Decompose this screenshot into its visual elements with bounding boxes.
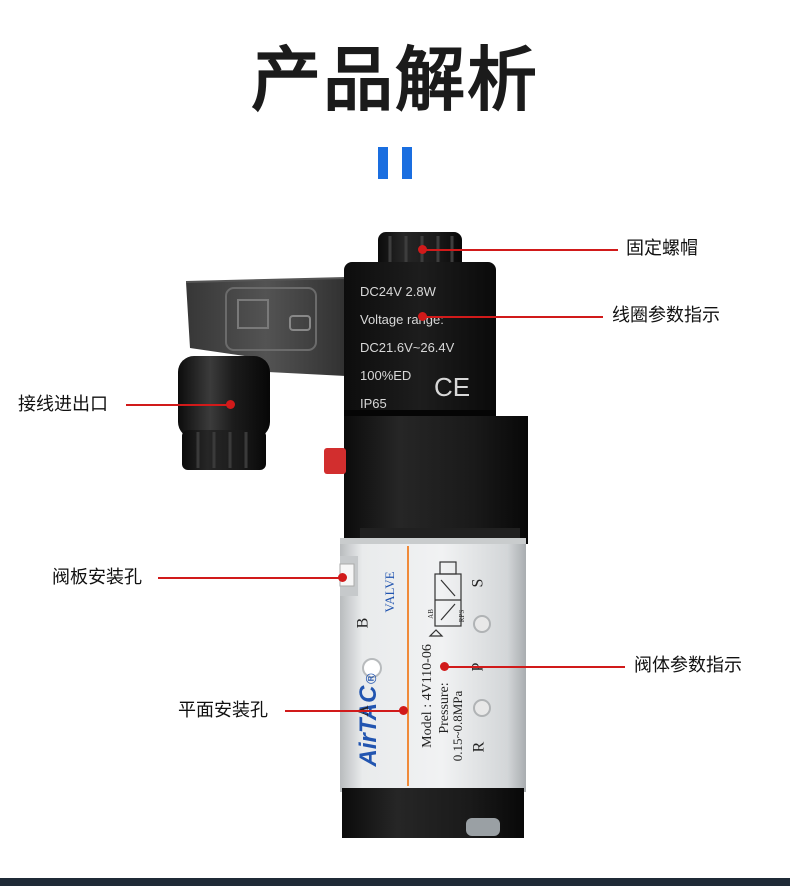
- cable-gland: [178, 356, 270, 470]
- callout-coil-params-label: 线圈参数指示: [612, 305, 720, 326]
- title-marker-icon: [377, 147, 413, 179]
- valve-body: [339, 538, 526, 792]
- port-r-label: R: [470, 741, 488, 753]
- callout-fixing-nut-label: 固定螺帽: [626, 238, 698, 259]
- coil-text-block: DC24V 2.8W Voltage range: DC21.6V~26.4V …: [360, 278, 490, 418]
- symbol-rps-label: RPS: [458, 609, 467, 623]
- solenoid-coil: [344, 262, 496, 422]
- connector-housing: [185, 277, 347, 376]
- coil-duty-cycle: 100%ED: [360, 368, 412, 383]
- pressure-range: 0.15~0.8MPa: [450, 690, 465, 762]
- symbol-ab-label: AB: [426, 609, 435, 619]
- valve-label: VALVE: [382, 571, 397, 613]
- end-cap: [342, 788, 524, 838]
- callout-flat-mount-hole-label: 平面安装孔: [178, 700, 268, 721]
- coil-ip-rating: IP65: [360, 396, 387, 411]
- pilot-block: [324, 416, 528, 544]
- page-title: 产品解析: [251, 39, 539, 121]
- valve-symbol: [428, 561, 462, 637]
- callout-plate-mount-hole-label: 阀板安装孔: [52, 567, 142, 588]
- model-number: Model : 4V110-06: [420, 644, 435, 748]
- port-b-label: B: [354, 617, 372, 629]
- coil-voltage-range: DC21.6V~26.4V: [360, 340, 455, 355]
- callout-wire-inlet-label: 接线进出口: [18, 394, 108, 415]
- callout-body-params-label: 阀体参数指示: [634, 655, 742, 676]
- bottom-bar: [0, 878, 790, 886]
- coil-rating: DC24V 2.8W: [360, 284, 436, 299]
- brand-logo: AirTAC®: [355, 671, 382, 767]
- port-s-label: S: [469, 578, 487, 588]
- ce-mark-icon: CE: [434, 372, 471, 402]
